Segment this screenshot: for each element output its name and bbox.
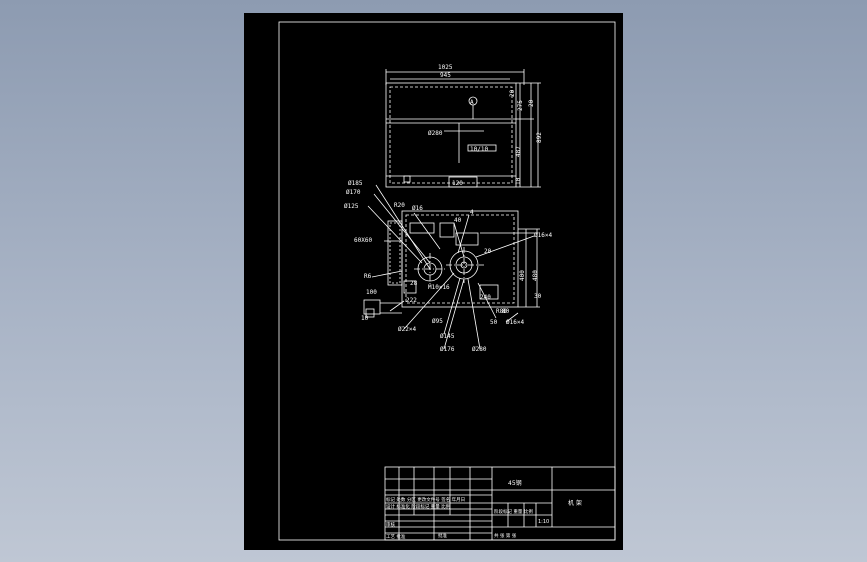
dim-d16x4: Ø16×4 bbox=[534, 232, 552, 239]
dim-d185: Ø185 bbox=[348, 180, 363, 187]
dim-b80: 80 bbox=[502, 308, 510, 315]
dim-l4: 4 bbox=[470, 209, 474, 216]
dim-h480: 480 bbox=[532, 270, 539, 281]
dim-bottom-offset: 10 bbox=[515, 177, 522, 185]
dim-r20b: 20 bbox=[484, 248, 492, 255]
dim-b16x4: Ø16×4 bbox=[506, 319, 524, 326]
drawing-sheet: 1025 945 20 275 20 487 892 10 Ø280 10/10… bbox=[244, 13, 623, 550]
dim-d280: Ø280 bbox=[472, 346, 487, 353]
dim-overall-width: 1025 bbox=[438, 64, 453, 71]
dim-l240: 240 bbox=[480, 294, 491, 301]
dim-r60x60: 60X60 bbox=[354, 237, 372, 244]
cad-drawing: 1025 945 20 275 20 487 892 10 Ø280 10/10… bbox=[278, 21, 616, 541]
title-row-4: 工艺 批准 bbox=[386, 533, 406, 540]
dim-b50: 50 bbox=[490, 319, 498, 326]
dim-d28: 28 bbox=[410, 280, 418, 287]
title-mid-row-1: 阶段标记 重量 比例 bbox=[494, 508, 533, 515]
dim-top-offset: 20 bbox=[509, 89, 516, 97]
title-part-name: 机 架 bbox=[568, 499, 582, 507]
title-mid-row-2: 共 张 第 张 bbox=[494, 532, 517, 539]
dim-inner-width: 945 bbox=[440, 72, 451, 79]
dim-right-offset: 20 bbox=[528, 99, 535, 107]
dim-r20: R20 bbox=[394, 202, 405, 209]
title-approve: 批准 bbox=[438, 532, 447, 539]
dim-h400: 400 bbox=[519, 270, 526, 281]
dim-s30: 30 bbox=[534, 293, 542, 300]
dim-d176: Ø176 bbox=[440, 346, 455, 353]
section-label: A bbox=[470, 99, 474, 106]
dim-l16: Ø16 bbox=[412, 205, 423, 212]
dim-t100: 100 bbox=[366, 289, 377, 296]
title-row-1: 标记 处数 分区 更改文件号 签名 年月日 bbox=[386, 496, 465, 503]
dim-s222: 222 bbox=[406, 297, 417, 304]
dim-d125: Ø125 bbox=[344, 203, 359, 210]
dim-d145: Ø145 bbox=[440, 333, 455, 340]
elevation-view bbox=[385, 69, 541, 188]
dim-bottom-label: 120 bbox=[452, 180, 463, 187]
title-row-2: 设计 标准化 阶段标记 重量 比例 bbox=[386, 503, 451, 510]
title-block bbox=[384, 466, 616, 541]
dim-d170: Ø170 bbox=[346, 189, 361, 196]
dim-d22x4: Ø22×4 bbox=[398, 326, 416, 333]
dim-hole-dia: Ø280 bbox=[428, 130, 443, 137]
dim-l40: 40 bbox=[454, 217, 462, 224]
dim-lower-height: 487 bbox=[515, 146, 522, 157]
dim-r6: R6 bbox=[364, 273, 372, 280]
dim-rail-label: 10/10 bbox=[470, 146, 488, 153]
dim-r80: R80 bbox=[496, 308, 507, 315]
dim-m10: M10×16 bbox=[428, 284, 450, 291]
title-material: 45钢 bbox=[508, 479, 522, 487]
title-scale: 1:10 bbox=[538, 519, 549, 525]
dim-upper-height: 275 bbox=[517, 100, 524, 111]
title-row-3: 审核 bbox=[386, 521, 395, 528]
dim-total-height: 892 bbox=[536, 132, 543, 143]
dim-d95: Ø95 bbox=[432, 318, 443, 325]
dim-d10: 10 bbox=[361, 315, 369, 322]
plan-view bbox=[363, 184, 540, 350]
